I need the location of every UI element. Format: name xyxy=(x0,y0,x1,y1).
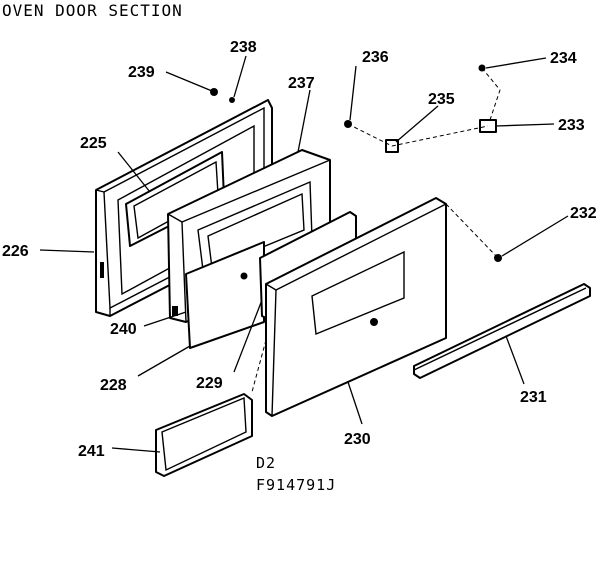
drawing-code-line1: D2 xyxy=(256,454,276,472)
label-239: 239 xyxy=(128,64,155,81)
label-240: 240 xyxy=(110,321,137,338)
drawing-code-line2: F914791J xyxy=(256,476,336,494)
assembly-line-234 xyxy=(481,67,501,121)
label-233: 233 xyxy=(558,117,585,134)
assembly-line-241 xyxy=(251,339,267,393)
leader-230 xyxy=(347,381,363,425)
assembly-line-235 xyxy=(347,123,489,147)
insulation-228 xyxy=(185,241,265,349)
door-handle-231 xyxy=(413,283,591,379)
label-229: 229 xyxy=(196,375,223,392)
leader-241 xyxy=(111,447,161,453)
label-226: 226 xyxy=(2,243,29,260)
label-241: 241 xyxy=(78,443,105,460)
screw-238 xyxy=(229,97,235,103)
label-236: 236 xyxy=(362,49,389,66)
label-237: 237 xyxy=(288,75,315,92)
window-gasket-241 xyxy=(155,393,253,477)
leader-228 xyxy=(137,345,191,377)
leader-237 xyxy=(297,89,311,153)
label-234: 234 xyxy=(550,50,577,67)
label-232: 232 xyxy=(570,205,597,222)
label-230: 230 xyxy=(344,431,371,448)
leader-234 xyxy=(485,57,547,69)
leader-233 xyxy=(495,123,555,127)
leader-229 xyxy=(233,299,263,373)
assembly-line-232 xyxy=(445,203,499,259)
leader-240 xyxy=(143,311,187,327)
label-235: 235 xyxy=(428,91,455,108)
label-225: 225 xyxy=(80,135,107,152)
outer-door-panel-230 xyxy=(265,197,447,417)
leader-226 xyxy=(39,249,95,253)
leader-236 xyxy=(349,65,357,121)
screw-240 xyxy=(240,272,248,280)
diagram-title: OVEN DOOR SECTION xyxy=(2,1,183,20)
screw-239 xyxy=(210,88,218,96)
leader-235 xyxy=(395,105,439,143)
label-231: 231 xyxy=(520,389,547,406)
leader-238 xyxy=(233,55,247,98)
leader-239 xyxy=(165,71,213,92)
leader-225 xyxy=(117,151,151,193)
leader-231 xyxy=(505,335,525,385)
leader-232 xyxy=(501,215,569,257)
label-228: 228 xyxy=(100,377,127,394)
label-238: 238 xyxy=(230,39,257,56)
